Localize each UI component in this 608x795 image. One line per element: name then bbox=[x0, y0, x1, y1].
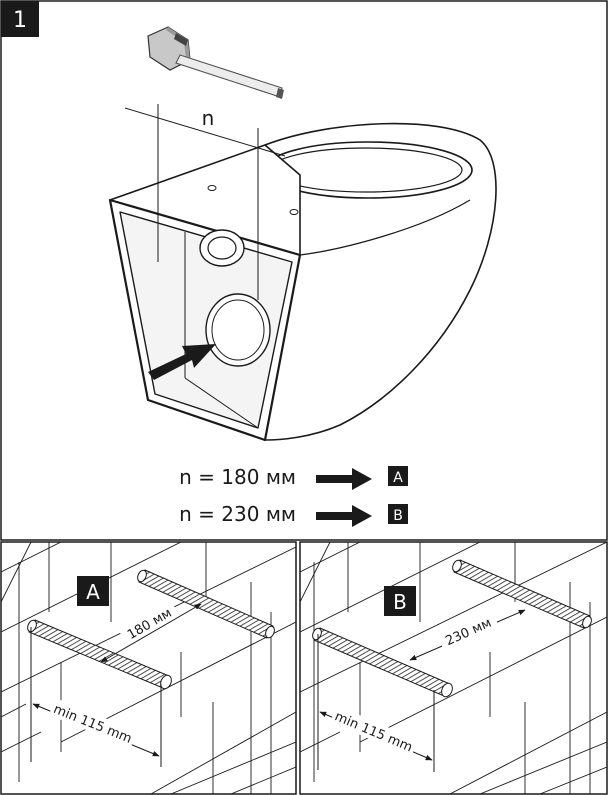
legend-row-a-text: n = 180 мм bbox=[179, 465, 296, 489]
legend-row-a: n = 180 мм A bbox=[179, 465, 408, 490]
threaded-rod-back bbox=[137, 569, 275, 639]
panel-a-illustration: 180 мм min 115 mm A bbox=[1, 542, 296, 794]
toilet-bowl-illustration bbox=[108, 122, 497, 442]
panel-b-illustration: 230 мм min 115 mm B bbox=[300, 542, 607, 794]
legend-badge-b: B bbox=[393, 508, 403, 524]
panel-a-badge-label: A bbox=[86, 580, 100, 604]
top-panel-frame bbox=[0, 0, 608, 541]
legend-row-b-text: n = 230 мм bbox=[179, 502, 296, 526]
step-number: 1 bbox=[13, 8, 27, 33]
legend-arrow-b-icon bbox=[316, 505, 372, 527]
threaded-rod-front bbox=[312, 627, 453, 698]
panel-a-badge bbox=[77, 576, 109, 606]
legend-badge-a: A bbox=[393, 470, 403, 486]
panel-b-min-label: min 115 mm bbox=[332, 709, 414, 755]
insert-arrow-icon bbox=[148, 344, 216, 380]
tape-measure-icon bbox=[147, 26, 284, 99]
panel-a-frame bbox=[0, 541, 297, 795]
panel-b-badge-label: B bbox=[393, 590, 407, 614]
panel-b-spacing-label: 230 мм bbox=[443, 616, 493, 649]
panel-a-min-label: min 115 mm bbox=[51, 702, 134, 747]
threaded-rod-back bbox=[452, 559, 592, 629]
dimension-n-label: n bbox=[202, 106, 215, 130]
panel-b-badge bbox=[384, 586, 416, 616]
step-badge: 1 bbox=[1, 1, 39, 37]
legend-row-b: n = 230 мм B bbox=[179, 502, 408, 527]
legend-arrow-a-icon bbox=[316, 468, 372, 490]
panel-b-frame bbox=[299, 541, 608, 795]
dimension-n bbox=[124, 104, 286, 300]
panel-b-tile-grid bbox=[300, 542, 607, 794]
panel-a-spacing-arrow bbox=[100, 603, 202, 663]
